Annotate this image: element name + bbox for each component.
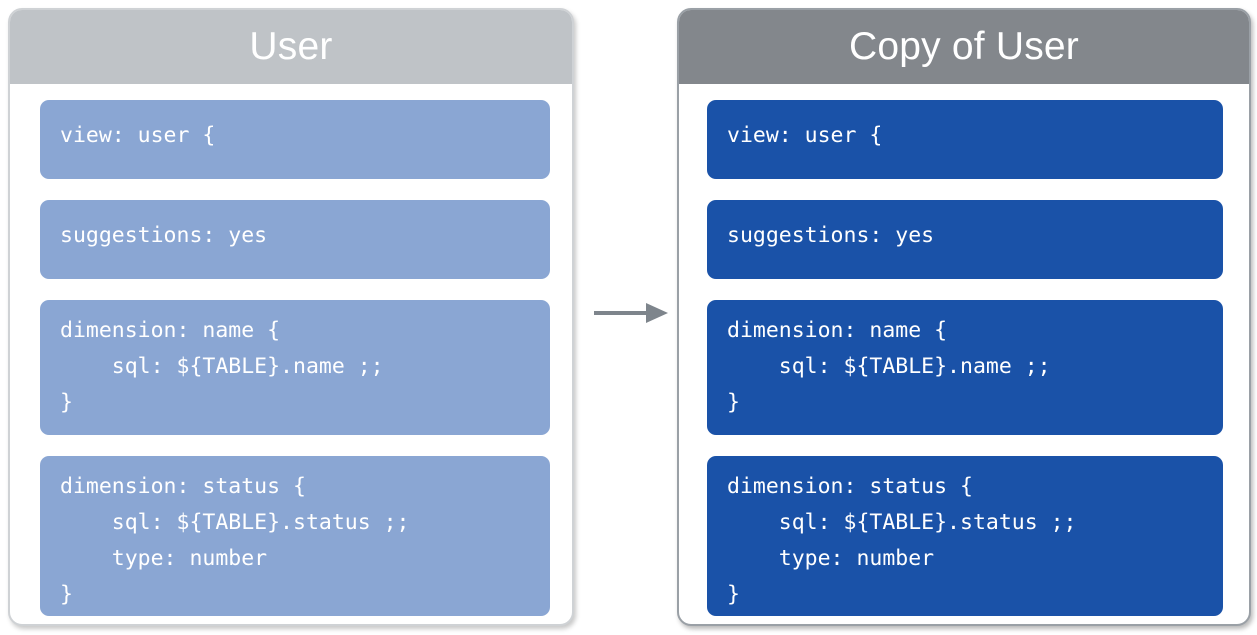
panel-source-header: User (10, 10, 572, 84)
code-block-suggestions-copy: suggestions: yes (707, 200, 1223, 279)
code-block-dimension-name-copy: dimension: name { sql: ${TABLE}.name ;; … (707, 300, 1223, 435)
panel-copy-user: Copy of User view: user { suggestions: y… (677, 8, 1251, 626)
panel-copy-header: Copy of User (679, 10, 1249, 84)
page-title-source: User (249, 25, 333, 68)
arrow-right-icon (592, 300, 670, 326)
code-block-view-source: view: user { (40, 100, 550, 179)
panel-source-body: view: user { suggestions: yes dimension:… (10, 84, 572, 624)
code-block-suggestions-source: suggestions: yes (40, 200, 550, 279)
page-title-copy: Copy of User (849, 25, 1079, 68)
code-block-dimension-status-source: dimension: status { sql: ${TABLE}.status… (40, 456, 550, 616)
code-block-dimension-status-copy: dimension: status { sql: ${TABLE}.status… (707, 456, 1223, 616)
code-block-dimension-name-source: dimension: name { sql: ${TABLE}.name ;; … (40, 300, 550, 435)
panel-source-user: User view: user { suggestions: yes dimen… (8, 8, 574, 626)
panel-copy-body: view: user { suggestions: yes dimension:… (679, 84, 1249, 624)
code-block-view-copy: view: user { (707, 100, 1223, 179)
